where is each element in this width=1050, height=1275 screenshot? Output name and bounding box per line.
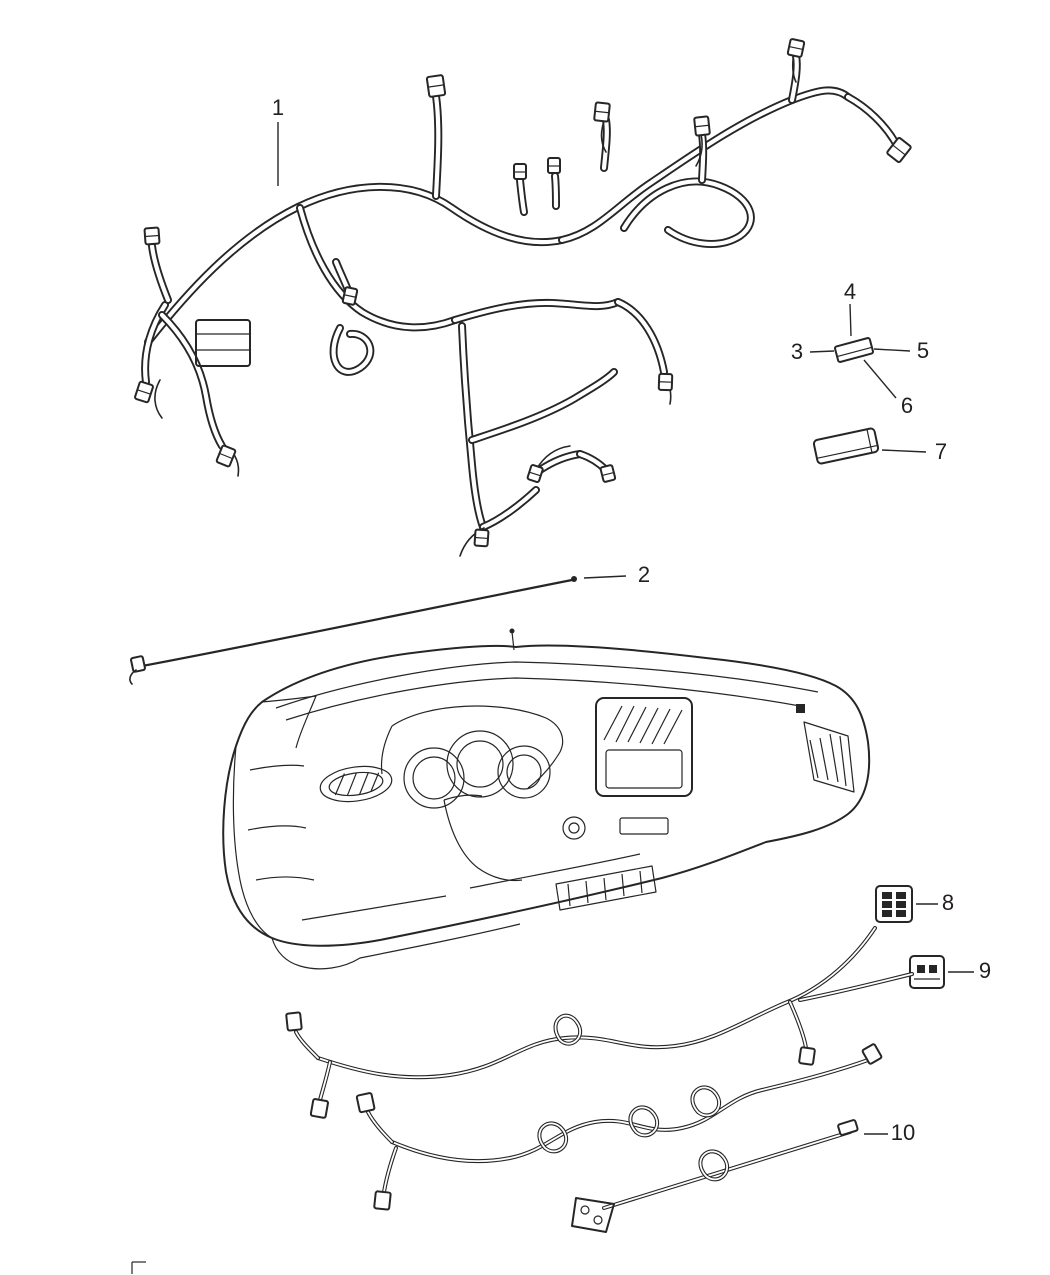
leader-line-3 [809,350,835,353]
right-vent [803,721,855,793]
callout-2: 2 [637,562,651,587]
lower-center-vent [555,865,657,911]
callout-9: 9 [978,958,992,983]
connector-9-part [909,955,945,989]
jumper-harness-a-drawing [285,926,914,1119]
jumper-harness-b-drawing [355,1043,883,1211]
callout-5: 5 [916,338,930,363]
rod-bracket [571,1197,615,1233]
module-part-7 [812,427,880,465]
callout-4: 4 [843,279,857,304]
center-vent-hatch [603,705,683,745]
leader-line-2 [583,575,627,579]
harness-connectors [134,38,912,548]
callout-1: 1 [271,95,285,120]
harness-module-bracket [195,319,251,367]
left-vent [319,765,393,803]
callout-7: 7 [934,439,948,464]
antenna-cable-drawing [129,576,577,685]
page-corner-mark [131,1261,146,1274]
leader-line-6 [863,359,897,399]
callout-3: 3 [790,339,804,364]
callout-8: 8 [941,890,955,915]
wiring-rod-10-drawing [571,1119,859,1233]
main-harness-drawing [134,38,912,557]
leader-line-5 [873,348,911,352]
callout-6: 6 [900,393,914,418]
retainer-clip-part [833,337,875,363]
leader-line-7 [881,449,927,453]
leader-lines [277,122,974,1135]
instrument-panel-drawing [222,628,871,970]
leader-line-4 [849,303,852,337]
callout-10: 10 [890,1120,916,1145]
connector-8-part [875,885,913,923]
